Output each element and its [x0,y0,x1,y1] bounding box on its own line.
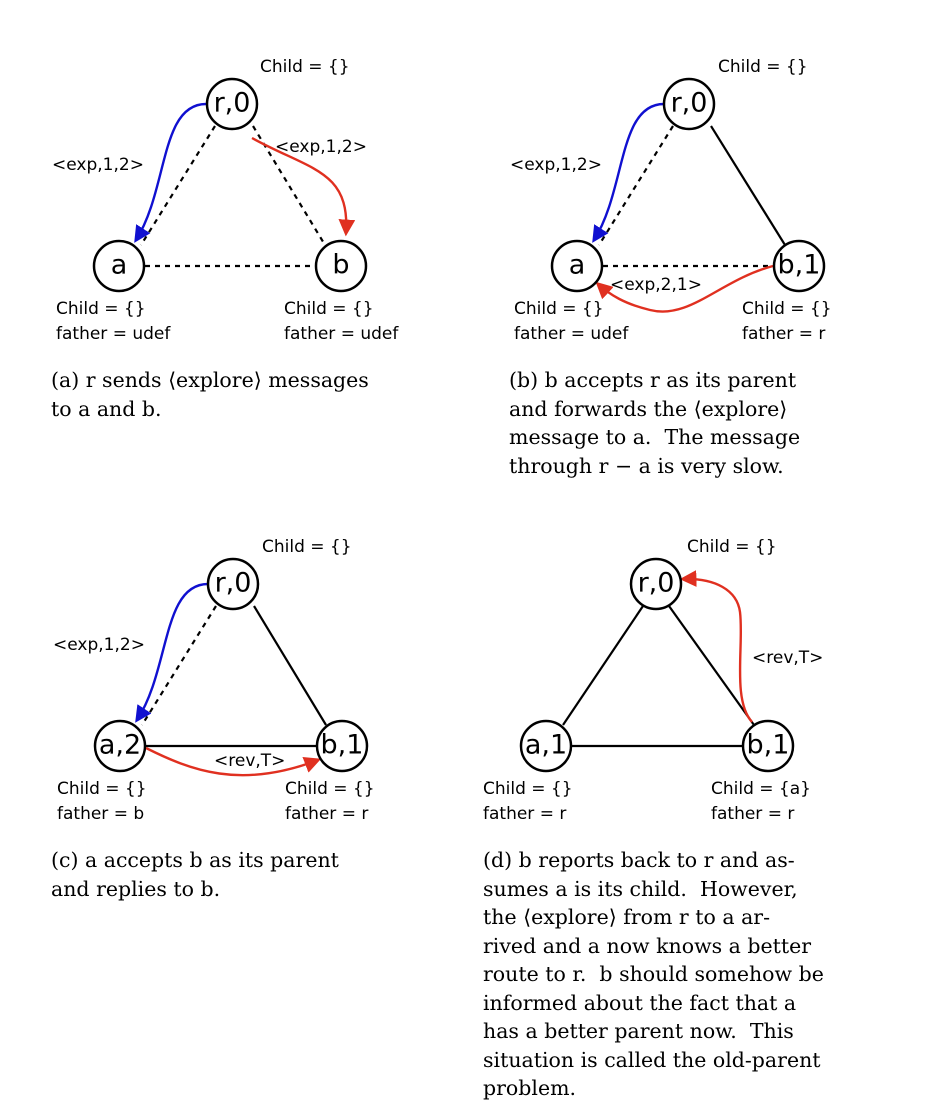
caption-line: and replies to b. [51,876,221,901]
node-r-label: r,0 [638,568,675,599]
edge-r-a [140,125,216,246]
msg-label-blue: <exp,1,2> [510,155,602,175]
a-child-text: Child = {} [514,299,604,319]
msg-label-red: <exp,1,2> [275,137,367,157]
node-a: a [92,239,146,293]
caption-line: route to r. b should somehow be [483,962,824,986]
msg-label-blue: <exp,1,2> [52,155,144,175]
msg-label-red: <rev,T> [752,648,823,668]
a-father-text: father = udef [56,324,171,344]
node-a: a,1 [519,719,573,773]
edge-r-a [141,605,217,726]
node-b-label: b,1 [778,250,821,281]
node-r: r,0 [629,557,683,611]
node-r: r,0 [662,77,716,131]
node-a: a,2 [93,719,147,773]
node-r-label: r,0 [671,88,708,119]
a-child-text: Child = {} [56,299,146,319]
caption-line: (a) r sends ⟨explore⟩ messages [51,368,369,392]
explore-arrow-r-to-b [251,136,356,237]
caption-line: informed about the fact that a [483,990,797,1015]
caption-line: through r − a is very slow. [509,453,784,478]
node-b: b [314,239,368,293]
node-r-label: r,0 [214,88,251,119]
a-child-text: Child = {} [57,779,147,799]
msg-label-blue: <exp,1,2> [53,635,145,655]
report-arrow-b-to-r [679,570,753,723]
caption-d: (d) b reports back to r and as- sumes a … [483,846,841,1103]
edge-r-b [710,125,786,246]
a-father-text: father = r [483,804,566,824]
caption-line: (d) b reports back to r and as- [483,848,795,872]
reply-arrow-a-to-b [145,746,322,777]
node-b: b,1 [772,239,826,293]
caption-c: (c) a accepts b as its parent and replie… [51,846,383,903]
panel-c: r,0 a,2 b,1 Child = {} <exp,1,2> <rev,T>… [53,537,375,824]
edge-r-a [562,605,644,726]
edge-r-b [668,605,755,726]
r-child-text: Child = {} [260,57,350,77]
node-r: r,0 [206,557,260,611]
panel-b: r,0 a b,1 Child = {} <exp,1,2> <exp,2,1>… [510,57,832,344]
caption-line: problem. [483,1076,577,1100]
a-child-text: Child = {} [483,779,573,799]
caption-line: to a and b. [51,396,162,421]
caption-line: (c) a accepts b as its parent [51,848,339,872]
node-a-label: a [569,250,586,281]
node-a-label: a,2 [99,730,141,761]
explore-arrow-r-to-a [134,102,207,243]
caption-line: the ⟨explore⟩ from r to a ar- [483,905,771,929]
r-child-text: Child = {} [262,537,352,557]
b-child-text: Child = {} [284,299,374,319]
caption-line: rived and a now knows a better [483,933,812,958]
caption-line: (b) b accepts r as its parent [509,368,797,392]
explore-arrow-r-to-a [135,582,209,723]
caption-line: has a better parent now. This [483,1019,794,1043]
node-b-label: b [332,250,349,281]
r-child-text: Child = {} [687,537,777,557]
edge-r-a [598,125,674,246]
a-father-text: father = udef [514,324,629,344]
node-b: b,1 [315,719,369,773]
node-b: b,1 [741,719,795,773]
msg-label-red: <rev,T> [214,751,285,771]
node-b-label: b,1 [747,730,790,761]
b-child-text: Child = {a} [711,779,811,799]
panel-d: r,0 a,1 b,1 Child = {} <rev,T> Child = {… [483,537,823,824]
caption-line: sumes a is its child. However, [483,876,798,901]
node-a-label: a,1 [525,730,567,761]
caption-b: (b) b accepts r as its parent and forwar… [509,366,841,480]
caption-line: and forwards the ⟨explore⟩ [509,396,788,421]
b-child-text: Child = {} [285,779,375,799]
caption-a: (a) r sends ⟨explore⟩ messages to a and … [51,366,409,423]
msg-label-red: <exp,2,1> [610,275,702,295]
b-father-text: father = r [711,804,794,824]
node-a: a [550,239,604,293]
node-a-label: a [111,250,128,281]
caption-line: message to a. The message [509,425,801,449]
b-father-text: father = udef [284,324,399,344]
panel-a: r,0 a b Child = {} <exp,1,2> <exp,1,2> C… [52,57,399,344]
b-father-text: father = r [742,324,825,344]
edge-r-b [253,605,327,726]
b-child-text: Child = {} [742,299,832,319]
r-child-text: Child = {} [718,57,808,77]
node-r: r,0 [205,77,259,131]
a-father-text: father = b [57,804,144,824]
b-father-text: father = r [285,804,368,824]
node-b-label: b,1 [321,730,364,761]
explore-arrow-b-to-a [595,264,774,313]
explore-arrow-r-to-a [592,102,665,243]
caption-line: situation is called the old-parent [483,1047,821,1072]
node-r-label: r,0 [215,568,252,599]
